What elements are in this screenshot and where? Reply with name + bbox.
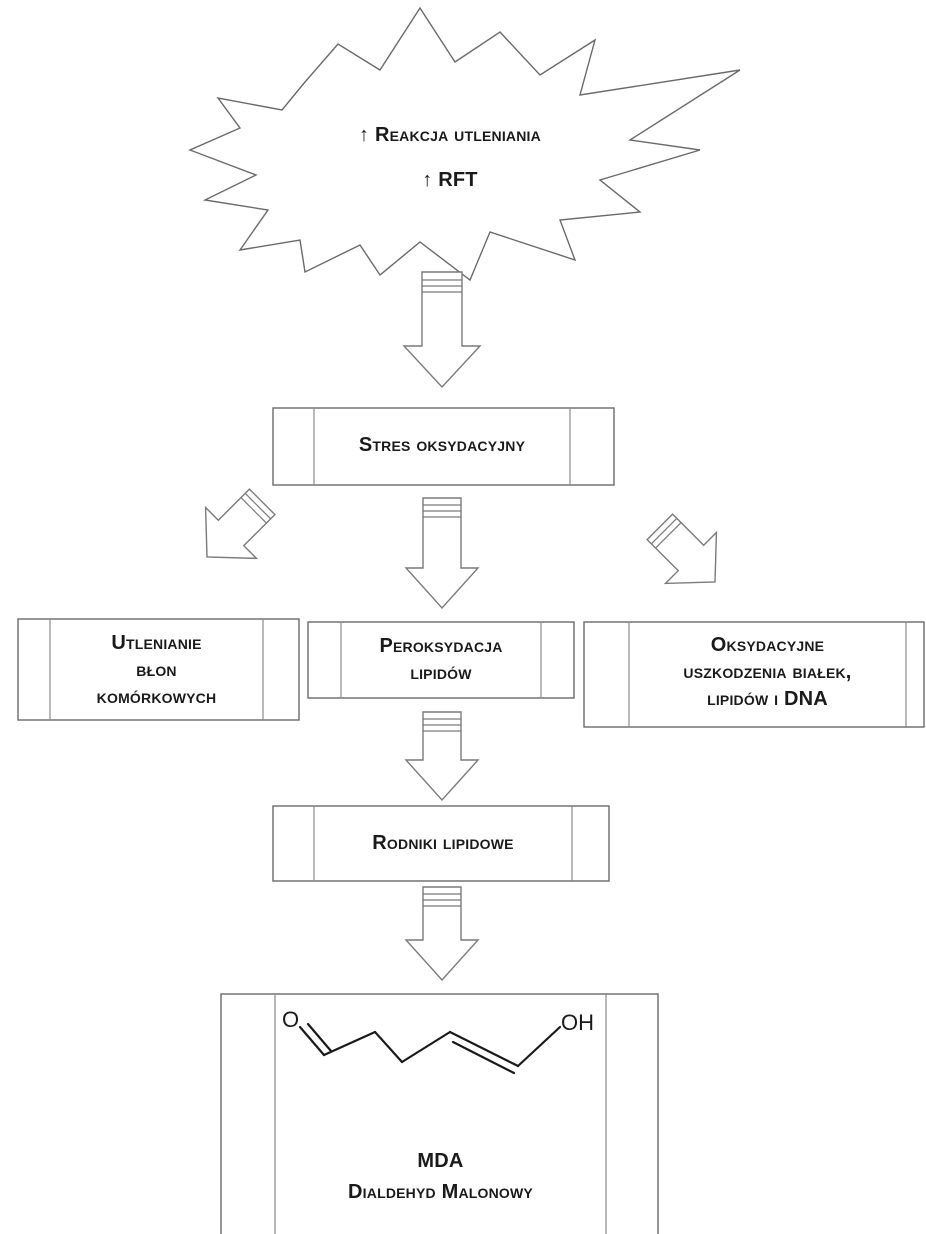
burst-line-reakcja: ↑ Reakcja utleniania bbox=[359, 124, 541, 146]
box-stres-frame bbox=[272, 407, 615, 486]
box-oksydacyjne-label: Oksydacyjne uszkodzenia białek, lipidów … bbox=[629, 632, 906, 713]
peroksydacja-line-2: lipidów bbox=[410, 662, 472, 684]
rodniki-text: Rodniki lipidowe bbox=[372, 832, 514, 854]
box-rodniki-label: Rodniki lipidowe bbox=[314, 830, 572, 857]
utlenianie-line-2: błon bbox=[136, 659, 177, 681]
arrow-stres-to-peroksydacja bbox=[404, 497, 480, 610]
burst-label: ↑ Reakcja utleniania ↑ RFT bbox=[290, 122, 610, 194]
oksydacyjne-line-3: lipidów i DNA bbox=[707, 688, 828, 710]
box-mda-frame bbox=[220, 993, 659, 1234]
burst-line-rft: ↑ RFT bbox=[422, 169, 478, 191]
oksydacyjne-line-1: Oksydacyjne bbox=[710, 634, 825, 656]
box-utlenianie-frame bbox=[17, 618, 300, 721]
burst-shape bbox=[188, 6, 741, 282]
box-rodniki-frame bbox=[272, 805, 610, 882]
arrow-rodniki-to-mda bbox=[404, 886, 480, 982]
box-oksydacyjne-frame bbox=[583, 621, 925, 728]
atom-oh: OH bbox=[561, 1010, 594, 1035]
utlenianie-line-1: Utlenianie bbox=[111, 632, 202, 654]
box-stres-label: Stres oksydacyjny bbox=[314, 432, 570, 459]
arrow-stres-to-utlenianie bbox=[204, 488, 276, 560]
arrow-stres-to-oksydacyjne bbox=[646, 513, 718, 585]
box-peroksydacja-label: Peroksydacja lipidów bbox=[341, 633, 541, 687]
mda-structure: O OH bbox=[282, 1007, 594, 1075]
atom-o: O bbox=[282, 1007, 299, 1032]
mda-name: Dialdehyd Malonowy bbox=[348, 1181, 533, 1203]
arrow-peroksydacja-to-rodniki bbox=[404, 711, 480, 802]
mda-abbr: MDA bbox=[417, 1150, 464, 1172]
box-mda-label: MDA Dialdehyd Malonowy bbox=[275, 1148, 606, 1206]
utlenianie-line-3: komórkowych bbox=[96, 686, 217, 708]
box-peroksydacja-frame bbox=[307, 621, 575, 699]
peroksydacja-line-1: Peroksydacja bbox=[379, 635, 503, 657]
oksydacyjne-line-2: uszkodzenia białek, bbox=[683, 661, 852, 683]
arrow-burst-to-stres bbox=[402, 271, 482, 389]
stres-text: Stres oksydacyjny bbox=[358, 434, 526, 456]
box-utlenianie-label: Utlenianie błon komórkowych bbox=[50, 630, 263, 711]
